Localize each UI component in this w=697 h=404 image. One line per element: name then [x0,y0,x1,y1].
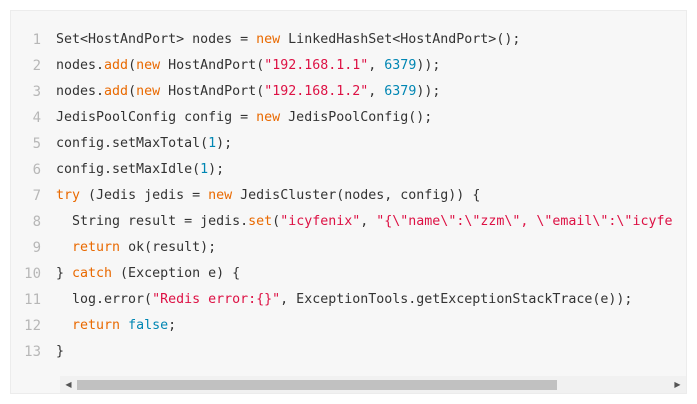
code-token: HostAndPort( [160,58,265,73]
keyword-token: set [248,214,273,229]
code-token: Set<HostAndPort> nodes = [56,32,257,47]
code-token: nodes. [56,84,105,99]
code-line: String result = jedis.set("icyfenix", "{… [56,209,686,235]
code-line: return ok(result); [56,235,686,261]
code-token: ( [128,84,137,99]
code-line: log.error("Redis error:{}", ExceptionToo… [56,287,686,313]
code-line: return false; [56,313,686,339]
keyword-token: new [208,188,233,203]
keyword-token: new [256,110,281,125]
literal-token: 6379 [384,58,417,73]
keyword-token: add [104,84,129,99]
code-token: (Exception e) { [112,266,241,281]
string-token: "{\"name\":\"zzm\", \"email\":\"icyfe [376,214,673,229]
code-token: config.setMaxTotal( [56,136,209,151]
code-token: ( [272,214,281,229]
code-token: , [368,84,385,99]
line-number: 1 [32,32,41,48]
code-line: try (Jedis jedis = new JedisCluster(node… [56,183,686,209]
string-token: "icyfenix" [280,214,361,229]
code-token: JedisPoolConfig config = [56,110,257,125]
code-line: config.setMaxTotal(1); [56,131,686,157]
code-token: JedisCluster(nodes, config)) { [232,188,481,203]
keyword-token: add [104,58,129,73]
line-number: 3 [32,84,41,100]
literal-token: 1 [200,162,209,177]
code-token: ( [128,58,137,73]
code-token: )); [416,84,441,99]
code-token: } [56,266,73,281]
keyword-token: return [72,318,121,333]
keyword-token: return [72,240,121,255]
code-token: )); [416,58,441,73]
code-token: ); [208,162,225,177]
keyword-token: try [56,188,81,203]
line-number: 5 [32,136,41,152]
line-number: 11 [24,292,41,308]
line-number: 4 [32,110,41,126]
code-token: HostAndPort( [160,84,265,99]
line-number: 6 [32,162,41,178]
code-token: String result = jedis. [56,214,249,229]
code-line: } [56,339,686,365]
line-number: 2 [32,58,41,74]
code-token [56,318,72,333]
code-token: , [368,58,385,73]
code-token: ; [168,318,177,333]
string-token: "192.168.1.1" [264,58,369,73]
code-line: nodes.add(new HostAndPort("192.168.1.2",… [56,79,686,105]
code-token: ); [216,136,233,151]
scroll-thumb[interactable] [77,380,557,390]
scroll-track[interactable] [77,376,669,393]
code-token: , ExceptionTools.getExceptionStackTrace(… [280,292,633,307]
triangle-left-icon[interactable]: ◀ [65,380,72,389]
code-token: , [360,214,377,229]
keyword-token: catch [72,266,113,281]
code-line: JedisPoolConfig config = new JedisPoolCo… [56,105,686,131]
literal-token: 1 [208,136,217,151]
code-line: config.setMaxIdle(1); [56,157,686,183]
line-number: 12 [24,318,41,334]
code-token: nodes. [56,58,105,73]
horizontal-scrollbar[interactable]: ◀ ▶ [60,376,686,393]
keyword-token: new [136,58,161,73]
code-token: } [56,344,65,359]
literal-token: false [128,318,169,333]
keyword-token: new [136,84,161,99]
code-line: nodes.add(new HostAndPort("192.168.1.1",… [56,53,686,79]
code-token: config.setMaxIdle( [56,162,201,177]
literal-token: 6379 [384,84,417,99]
code-content: Set<HostAndPort> nodes = new LinkedHashS… [56,27,686,365]
code-line: Set<HostAndPort> nodes = new LinkedHashS… [56,27,686,53]
code-token: log.error( [56,292,153,307]
line-number: 10 [24,266,41,282]
code-token [56,240,72,255]
line-number: 13 [24,344,41,360]
code-token: ok(result); [120,240,217,255]
string-token: "192.168.1.2" [264,84,369,99]
code-token [120,318,128,333]
line-number: 8 [32,214,41,230]
code-token: JedisPoolConfig(); [280,110,433,125]
code-line: } catch (Exception e) { [56,261,686,287]
code-token: (Jedis jedis = [80,188,209,203]
line-number: 9 [32,240,41,256]
string-token: "Redis error:{}" [152,292,281,307]
code-token: LinkedHashSet<HostAndPort>(); [280,32,521,47]
keyword-token: new [256,32,281,47]
line-number: 7 [32,188,41,204]
triangle-right-icon[interactable]: ▶ [674,380,681,389]
